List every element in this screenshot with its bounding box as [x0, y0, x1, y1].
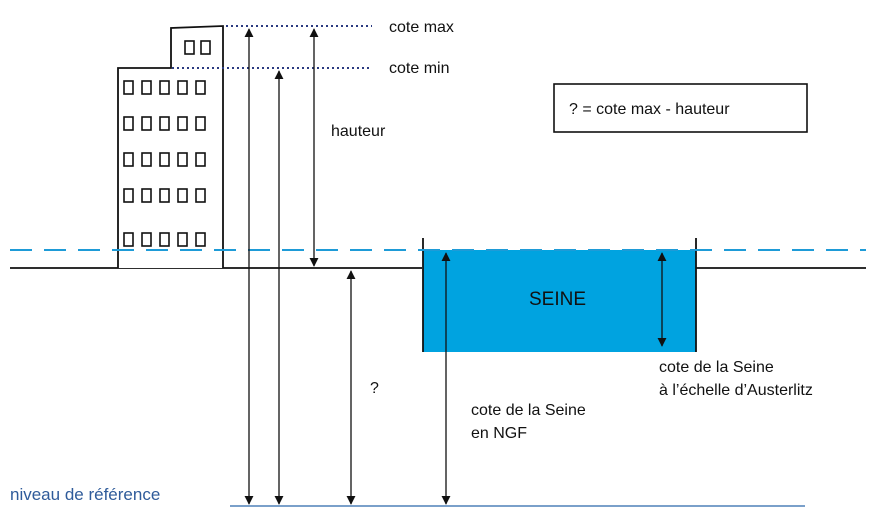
seine-river [423, 250, 696, 352]
hauteur-label: hauteur [331, 123, 386, 140]
building [117, 25, 224, 268]
seine-ngf-label-line1: cote de la Seine [471, 402, 586, 419]
building-windows [123, 40, 211, 247]
formula-text: ? = cote max - hauteur [569, 101, 730, 118]
formula-box [553, 83, 808, 133]
seine-ngf-label-line2: en NGF [471, 425, 527, 442]
seine-label: SEINE [529, 289, 586, 310]
cote-max-label: cote max [389, 19, 454, 36]
austerlitz-label-line2: à l’échelle d’Austerlitz [659, 382, 813, 399]
reference-level-label: niveau de référence [10, 485, 160, 504]
cote-min-label: cote min [389, 60, 449, 77]
austerlitz-label-line1: cote de la Seine [659, 359, 774, 376]
question-mark-label: ? [370, 380, 379, 397]
